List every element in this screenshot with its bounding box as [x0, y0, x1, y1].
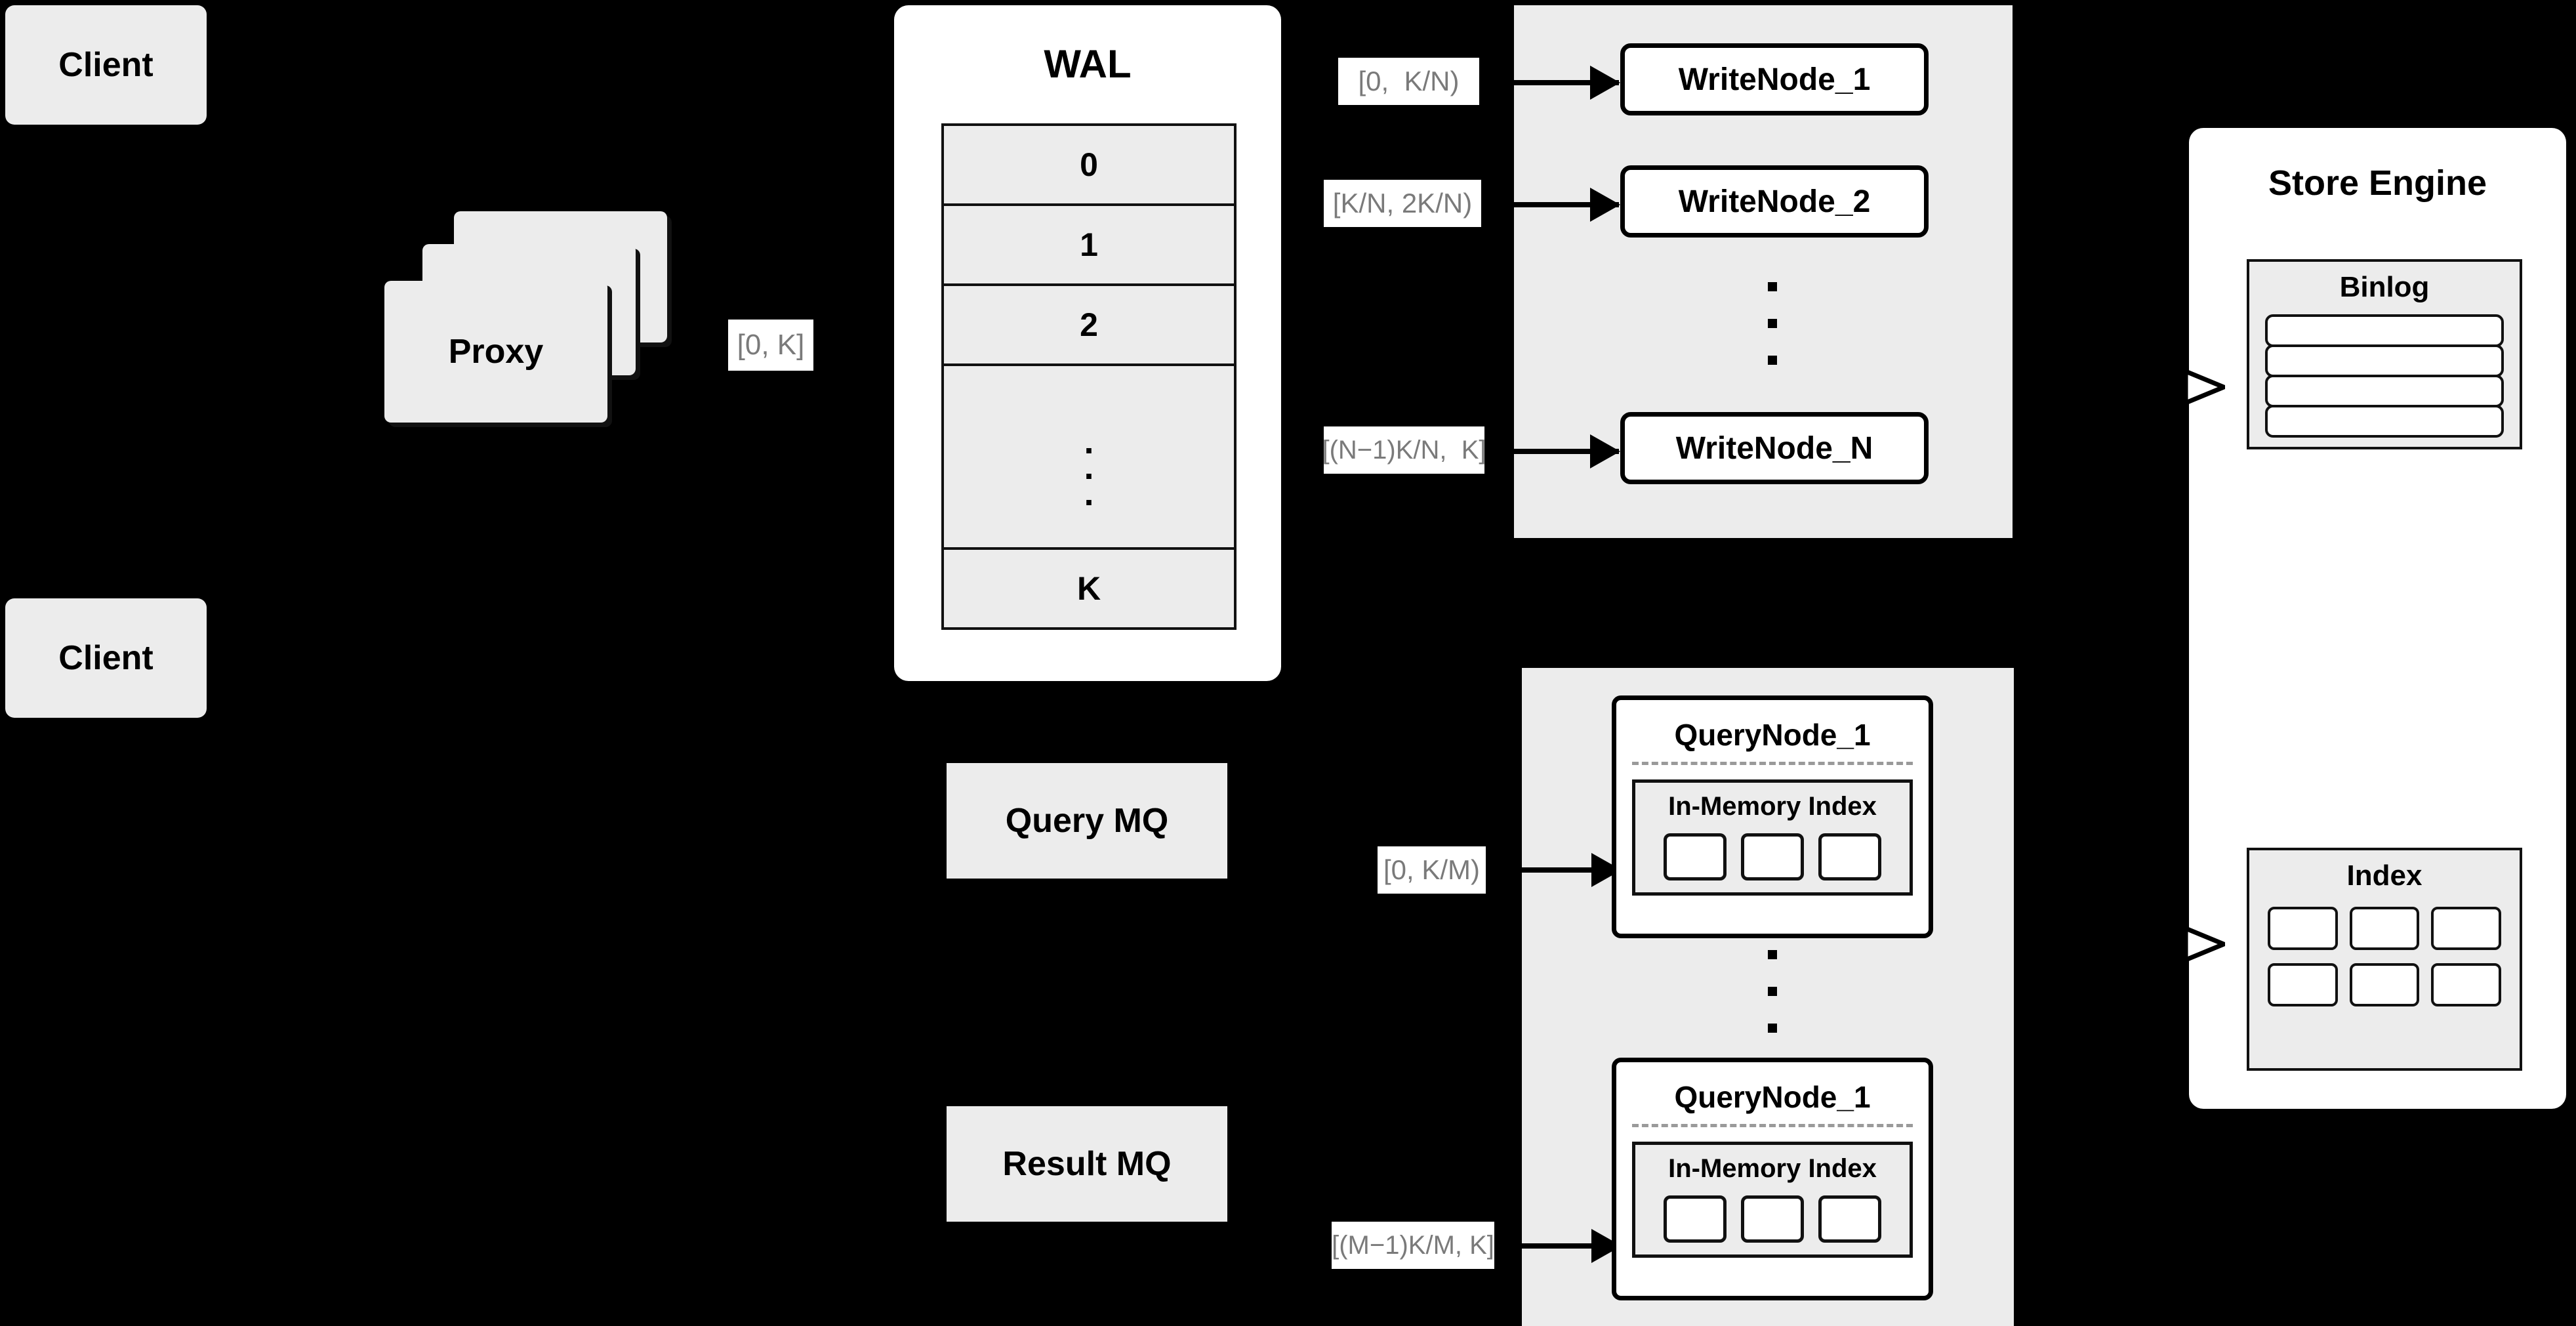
arrow-line-to-writenode-1: [1514, 80, 1619, 85]
arrow-line-to-binlog: [2135, 384, 2194, 389]
query-node-1-memory-index-title: In-Memory Index: [1668, 792, 1877, 821]
write-node-1[interactable]: WriteNode_1: [1620, 43, 1929, 115]
memory-index-cell: [1741, 1195, 1804, 1243]
client-box-2[interactable]: Client: [5, 598, 207, 718]
range-label-writenode-2: [K/N, 2K/N): [1324, 180, 1481, 227]
index-cell: [2349, 907, 2420, 950]
query-node-m-memory-index-cells: [1635, 1195, 1910, 1243]
range-label-querynode-m-text: [(M−1)K/M, K]: [1332, 1230, 1494, 1260]
query-node-1-memory-index-cells: [1635, 833, 1910, 881]
memory-index-cell: [1664, 833, 1727, 881]
arrow-line-to-querynode-1: [1522, 867, 1620, 873]
wal-row: 2: [944, 286, 1234, 366]
write-node-dot: [1768, 282, 1777, 291]
query-node-1-divider: [1632, 762, 1913, 765]
wal-dot: .: [1084, 447, 1094, 487]
wal-row-ellipsis: . . .: [944, 366, 1234, 550]
range-label-querynode-1-text: [0, K/M): [1383, 854, 1481, 885]
query-node-m-memory-index-title: In-Memory Index: [1668, 1154, 1877, 1183]
wal-row: 0: [944, 126, 1234, 206]
result-mq-box[interactable]: Result MQ: [947, 1106, 1227, 1222]
query-node-m-divider: [1632, 1124, 1913, 1127]
memory-index-cell: [1664, 1195, 1727, 1243]
write-node-n-label: WriteNode_N: [1675, 430, 1873, 466]
index-cell: [2431, 963, 2501, 1006]
index-cell-grid: [2268, 907, 2501, 1006]
arrow-head-to-writenode-2: [1590, 188, 1620, 222]
binlog-row: [2265, 314, 2504, 347]
write-node-1-label: WriteNode_1: [1678, 62, 1871, 97]
arrow-head-to-index-icon: [2184, 926, 2225, 963]
write-node-2[interactable]: WriteNode_2: [1620, 165, 1929, 238]
arrow-head-to-writenode-n: [1590, 434, 1620, 468]
wal-row: 1: [944, 206, 1234, 286]
index-cell: [2349, 963, 2420, 1006]
range-label-writenode-2-text: [K/N, 2K/N): [1332, 188, 1473, 218]
binlog-row: [2265, 405, 2504, 438]
client-box-1[interactable]: Client: [5, 5, 207, 125]
memory-index-cell: [1741, 833, 1804, 881]
range-label-querynode-1: [0, K/M): [1378, 846, 1486, 894]
wal-row-list: 0 1 2 . . . K: [941, 123, 1237, 630]
index-cell: [2268, 907, 2338, 950]
memory-index-cell: [1818, 1195, 1881, 1243]
client-label-2: Client: [58, 639, 153, 677]
arrow-line-to-writenode-n: [1514, 449, 1619, 454]
range-label-proxy-output-text: [0, K]: [737, 329, 805, 361]
arrow-head-to-writenode-1: [1590, 66, 1620, 100]
range-label-writenode-n-text: [(N−1)K/N, K]: [1322, 435, 1486, 465]
arrow-line-to-writenode-2: [1514, 202, 1619, 207]
binlog-row: [2265, 375, 2504, 407]
proxy-box[interactable]: Proxy: [384, 281, 607, 423]
query-node-m-label: QueryNode_1: [1674, 1080, 1871, 1114]
arrow-line-to-querynode-m: [1522, 1243, 1620, 1249]
query-node-dot: [1768, 950, 1777, 959]
range-label-writenode-n: [(N−1)K/N, K]: [1322, 426, 1486, 474]
write-node-ellipsis: [1768, 282, 1777, 365]
write-node-dot: [1768, 319, 1777, 328]
query-node-1[interactable]: QueryNode_1 In-Memory Index: [1612, 695, 1933, 938]
query-node-m-memory-index: In-Memory Index: [1632, 1142, 1913, 1258]
query-node-dot: [1768, 1024, 1777, 1033]
query-node-1-memory-index: In-Memory Index: [1632, 779, 1913, 896]
range-label-querynode-m: [(M−1)K/M, K]: [1332, 1222, 1494, 1269]
binlog-box: Binlog: [2247, 259, 2522, 449]
wal-row: K: [944, 550, 1234, 627]
query-mq-label: Query MQ: [1005, 802, 1169, 840]
index-cell: [2268, 963, 2338, 1006]
wal-dot: .: [1084, 473, 1094, 513]
query-node-1-label: QueryNode_1: [1674, 718, 1871, 752]
range-label-writenode-1: [0, K/N): [1338, 58, 1479, 105]
wal-dot: .: [1084, 421, 1094, 461]
wal-title: WAL: [1044, 42, 1132, 86]
proxy-label: Proxy: [448, 333, 544, 371]
store-engine-title: Store Engine: [2268, 163, 2487, 203]
arrow-line-to-index: [2135, 942, 2194, 946]
index-title: Index: [2346, 860, 2423, 892]
write-node-2-label: WriteNode_2: [1678, 184, 1871, 219]
write-node-dot: [1768, 356, 1777, 365]
range-label-writenode-1-text: [0, K/N): [1358, 66, 1460, 96]
binlog-row: [2265, 344, 2504, 377]
query-node-m[interactable]: QueryNode_1 In-Memory Index: [1612, 1058, 1933, 1300]
binlog-title: Binlog: [2339, 271, 2430, 303]
index-box: Index: [2247, 848, 2522, 1071]
query-node-ellipsis: [1768, 950, 1777, 1033]
query-node-dot: [1768, 987, 1777, 996]
query-mq-box[interactable]: Query MQ: [947, 763, 1227, 879]
arrow-head-to-binlog-icon: [2184, 369, 2225, 405]
range-label-proxy-output: [0, K]: [728, 320, 813, 371]
result-mq-label: Result MQ: [1002, 1145, 1172, 1183]
client-label-1: Client: [58, 46, 153, 84]
memory-index-cell: [1818, 833, 1881, 881]
index-cell: [2431, 907, 2501, 950]
write-node-n[interactable]: WriteNode_N: [1620, 412, 1929, 484]
binlog-row-list: [2265, 314, 2504, 438]
